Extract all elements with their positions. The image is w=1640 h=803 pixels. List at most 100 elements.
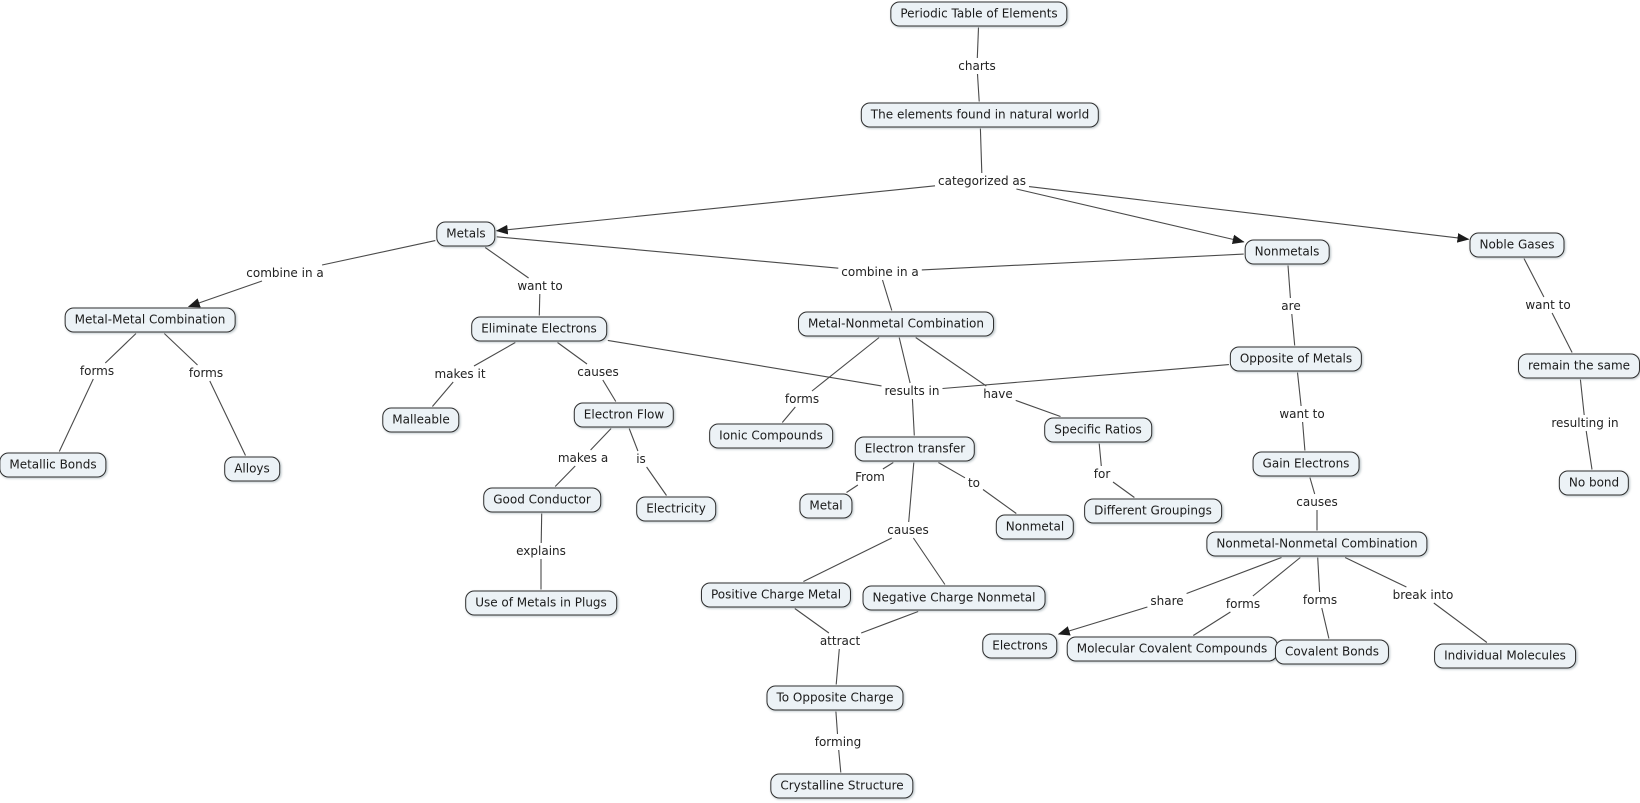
edge-forms-ionic--ionic-compounds <box>781 406 796 423</box>
linking-phrase-forms-alloys[interactable]: forms <box>186 366 226 380</box>
edge-makes-it--malleable <box>431 381 454 407</box>
concept-electron-flow[interactable]: Electron Flow <box>573 402 675 428</box>
concept-no-bond[interactable]: No bond <box>1558 470 1630 496</box>
concept-remain-the-same[interactable]: remain the same <box>1517 353 1640 379</box>
linking-phrase-is[interactable]: is <box>634 452 648 466</box>
linking-phrase-want-to-nonmetals[interactable]: want to <box>1277 407 1327 421</box>
edge-eliminate-electrons--results-in <box>607 339 882 387</box>
concept-eliminate-electrons[interactable]: Eliminate Electrons <box>471 316 607 342</box>
edge-electron-flow--makes-a <box>590 428 612 451</box>
concept-to-opposite-charge[interactable]: To Opposite Charge <box>766 685 904 711</box>
concept-metal-nonmetal-combination[interactable]: Metal-Nonmetal Combination <box>798 311 994 337</box>
concept-molecular-covalent-compounds[interactable]: Molecular Covalent Compounds <box>1066 636 1278 662</box>
edge-want-to-noble--remain-the-same <box>1551 312 1573 353</box>
edge-is--electricity <box>646 466 667 496</box>
linking-phrase-charts[interactable]: charts <box>956 59 998 73</box>
linking-phrase-resulting-in[interactable]: resulting in <box>1549 416 1621 430</box>
edge-metal-nonmetal-combination--results-in <box>898 337 911 384</box>
edge-results-in--opposite-of-metals <box>942 364 1229 390</box>
edge-categorized-as--metals <box>495 185 936 235</box>
edge-metals--want-to-metals <box>484 247 529 279</box>
edge-for--different-groupings <box>1112 481 1135 498</box>
edge-nonmetals--combine-in-a-center <box>921 253 1244 271</box>
linking-phrase-for[interactable]: for <box>1091 467 1113 481</box>
concept-nonmetal-nonmetal-combination[interactable]: Nonmetal-Nonmetal Combination <box>1206 531 1428 557</box>
concept-periodic-table-of-elements[interactable]: Periodic Table of Elements <box>890 1 1068 27</box>
edge-metal-nonmetal-combination--have <box>915 337 987 387</box>
concept-crystalline-structure[interactable]: Crystalline Structure <box>770 773 914 799</box>
edge-metal-metal-combination--forms-metallic <box>104 333 137 364</box>
linking-phrase-are[interactable]: are <box>1279 299 1303 313</box>
concept-gain-electrons[interactable]: Gain Electrons <box>1252 451 1360 477</box>
edge-to--nonmetal <box>982 489 1017 514</box>
concept-metallic-bonds[interactable]: Metallic Bonds <box>0 452 107 478</box>
linking-phrase-share[interactable]: share <box>1148 594 1186 608</box>
edge-combine-in-a-left--metal-metal-combination <box>187 280 263 308</box>
edge-electron-transfer--from <box>882 462 894 470</box>
linking-phrase-want-to-noble[interactable]: want to <box>1523 298 1573 312</box>
edge-share--electrons <box>1057 606 1148 636</box>
concept-specific-ratios[interactable]: Specific Ratios <box>1044 417 1152 443</box>
edge-opposite-of-metals--want-to-nonmetals <box>1296 372 1302 407</box>
concept-good-conductor[interactable]: Good Conductor <box>483 487 601 513</box>
concept-use-of-metals-in-plugs[interactable]: Use of Metals in Plugs <box>465 590 617 616</box>
concept-electrons[interactable]: Electrons <box>982 633 1058 659</box>
edge-attract--to-opposite-charge <box>835 648 840 685</box>
edge-want-to-metals--eliminate-electrons <box>538 293 541 316</box>
linking-phrase-forms-ionic[interactable]: forms <box>782 392 822 406</box>
linking-phrase-categorized-as[interactable]: categorized as <box>936 174 1028 188</box>
concept-metal-metal-combination[interactable]: Metal-Metal Combination <box>64 307 236 333</box>
concept-metal[interactable]: Metal <box>799 493 853 519</box>
linking-phrase-forms-metallic[interactable]: forms <box>77 364 117 378</box>
concept-electron-transfer[interactable]: Electron transfer <box>854 436 976 462</box>
concept-ionic-compounds[interactable]: Ionic Compounds <box>709 423 833 449</box>
edge-electron-transfer--to <box>938 462 966 479</box>
edge-metals--combine-in-a-left <box>321 240 436 266</box>
concept-covalent-bonds[interactable]: Covalent Bonds <box>1274 639 1390 665</box>
edge-metals--combine-in-a-center <box>496 236 839 269</box>
linking-phrase-want-to-metals[interactable]: want to <box>515 279 565 293</box>
concept-noble-gases[interactable]: Noble Gases <box>1469 232 1565 258</box>
linking-phrase-have[interactable]: have <box>981 387 1015 401</box>
edge-break-into--individual-molecules <box>1433 602 1488 643</box>
edge-results-in--electron-transfer <box>911 398 915 436</box>
linking-phrase-explains[interactable]: explains <box>514 544 568 558</box>
concept-negative-charge-nonmetal[interactable]: Negative Charge Nonmetal <box>862 585 1046 611</box>
linking-phrase-causes-transfer[interactable]: causes <box>885 523 931 537</box>
linking-phrase-causes-gain[interactable]: causes <box>1294 495 1340 509</box>
edge-to-opposite-charge--forming <box>835 711 839 735</box>
concept-nonmetals[interactable]: Nonmetals <box>1244 239 1330 265</box>
concept-elements-found[interactable]: The elements found in natural world <box>860 102 1100 128</box>
linking-phrase-from[interactable]: From <box>853 470 887 484</box>
concept-individual-molecules[interactable]: Individual Molecules <box>1434 643 1576 669</box>
edge-categorized-as--nonmetals <box>1016 188 1245 245</box>
concept-nonmetal[interactable]: Nonmetal <box>995 514 1075 540</box>
linking-phrase-makes-a[interactable]: makes a <box>555 451 611 465</box>
edge-forms-covalent--covalent-bonds <box>1321 607 1330 639</box>
linking-phrase-makes-it[interactable]: makes it <box>432 367 488 381</box>
linking-phrase-causes-eliminate[interactable]: causes <box>575 365 621 379</box>
linking-phrase-attract[interactable]: attract <box>817 634 863 648</box>
edge-combine-in-a-center--metal-nonmetal-combination <box>881 279 893 311</box>
edge-resulting-in--no-bond <box>1585 430 1593 470</box>
edge-electron-flow--is <box>628 428 639 452</box>
linking-phrase-forming[interactable]: forming <box>812 735 864 749</box>
concept-metals[interactable]: Metals <box>436 221 496 247</box>
concept-different-groupings[interactable]: Different Groupings <box>1084 498 1222 524</box>
linking-phrase-combine-in-a-center[interactable]: combine in a <box>839 265 921 279</box>
linking-phrase-combine-in-a-left[interactable]: combine in a <box>244 266 326 280</box>
linking-phrase-forms-covalent[interactable]: forms <box>1300 593 1340 607</box>
linking-phrase-forms-molecular[interactable]: forms <box>1223 597 1263 611</box>
concept-opposite-of-metals[interactable]: Opposite of Metals <box>1229 346 1363 372</box>
edge-forms-metallic--metallic-bonds <box>58 378 94 452</box>
linking-phrase-break-into[interactable]: break into <box>1390 588 1456 602</box>
concept-malleable[interactable]: Malleable <box>382 407 460 433</box>
edge-gain-electrons--causes-gain <box>1309 477 1316 495</box>
concept-alloys[interactable]: Alloys <box>224 456 280 482</box>
concept-electricity[interactable]: Electricity <box>636 496 716 522</box>
edge-causes-transfer--negative-charge-nonmetal <box>912 537 946 585</box>
concept-positive-charge-metal[interactable]: Positive Charge Metal <box>700 582 852 608</box>
linking-phrase-to[interactable]: to <box>965 476 983 490</box>
linking-phrase-results-in[interactable]: results in <box>882 384 942 398</box>
